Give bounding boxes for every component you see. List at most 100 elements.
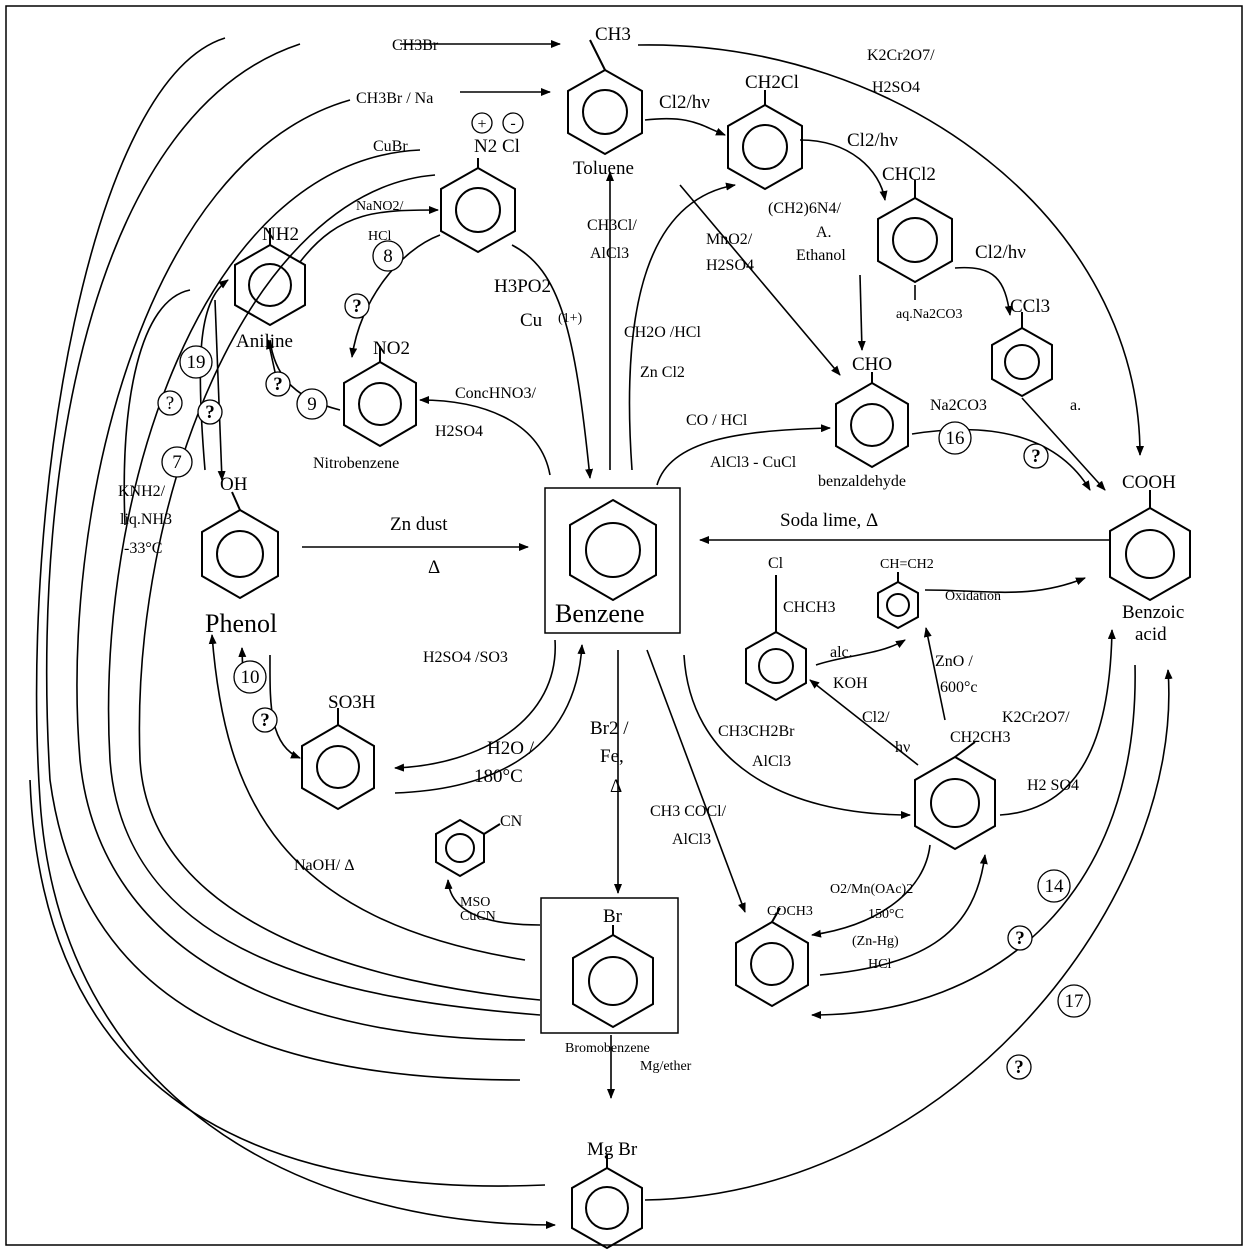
reagent-knh2-a: KNH2/: [118, 483, 166, 500]
benzonitrile-substituent: CN: [500, 813, 523, 830]
benzal-chloride-ring: [877, 180, 953, 284]
phenol-substituent: OH: [220, 474, 248, 495]
benzoic-acid-substituent: COOH: [1122, 472, 1176, 493]
reagent-cubr: CuBr: [373, 138, 408, 155]
reagent-h3po2-b: Cu: [520, 310, 543, 331]
reagent-koh: KOH: [833, 675, 868, 692]
svg-text:?: ?: [260, 710, 270, 731]
sulfonic-substituent: SO3H: [328, 692, 376, 713]
reagent-h3po2-c: (1+): [558, 311, 583, 326]
svg-text:7: 7: [172, 452, 182, 473]
line-knh2: [123, 289, 191, 526]
phenol-name: Phenol: [205, 609, 277, 638]
svg-text:?: ?: [166, 393, 174, 414]
styrene-ring: [877, 572, 919, 630]
reagent-naoh: NaOH/ Δ: [294, 857, 355, 874]
ethylbenzene-ring: [914, 741, 996, 851]
sulfonic-acid-ring: [301, 708, 375, 811]
chloroethyl-cl: Cl: [768, 555, 784, 572]
benzotrichloride-ring: [991, 312, 1053, 398]
arrow-co-hcl: [656, 424, 831, 486]
reagent-delta: Δ: [428, 557, 440, 578]
arrow-nano2: [299, 206, 439, 263]
reagent-h2o-b: 180°C: [474, 766, 523, 787]
reagent-mno2-a: MnO2/: [706, 231, 753, 248]
reagent-o2mn-b: 150°C: [868, 907, 904, 922]
reagent-cl2hv-4-b: hν: [895, 739, 910, 756]
reagent-br2-b: Fe,: [600, 746, 624, 767]
reagent-h2o-a: H2O /: [487, 738, 535, 759]
reagent-ch3br-na: CH3Br / Na: [356, 90, 433, 107]
arrow-8-nitro: [349, 234, 441, 358]
reagent-ch3cl-b: AlCl3: [590, 245, 629, 262]
reagent-k2cr2o7-a: K2Cr2O7/: [867, 47, 935, 64]
unknown-step-7: ?: [1007, 925, 1033, 951]
unknown-step-4: ?: [197, 399, 223, 425]
arc-ch3br-outer: [45, 43, 521, 1081]
step-17: 17: [1057, 984, 1091, 1018]
toluene-ring: [567, 39, 643, 156]
reagent-cl2hv-1: Cl2/hν: [659, 92, 710, 113]
arrow-cl2hv-4: [809, 679, 919, 766]
reagent-zno-b: 600°c: [940, 679, 978, 696]
reagent-ch3ch2br-b: AlCl3: [752, 753, 791, 770]
arrow-sulfonation: [394, 639, 556, 772]
reagent-mso: MSO: [460, 895, 490, 910]
svg-text:?: ?: [352, 296, 362, 317]
toluene-name: Toluene: [573, 158, 634, 179]
benzene-name: Benzene: [555, 599, 645, 628]
svg-text:-: -: [510, 115, 515, 132]
bromobenzene-box: [540, 897, 679, 1034]
reagent-znhg-a: (Zn-Hg): [852, 934, 899, 949]
grignard-substituent: Mg Br: [587, 1139, 638, 1160]
reagent-k2cr2o7-2b: H2 SO4: [1027, 777, 1079, 794]
arrow-cl2hv-2: [799, 139, 888, 201]
reagent-ch2o-a: CH2O /HCl: [624, 324, 701, 341]
arrow-alc-koh: [815, 639, 906, 666]
svg-text:?: ?: [205, 402, 215, 423]
arrow-7-aniline: [199, 279, 229, 471]
benzoic-acid-name-2: acid: [1135, 624, 1167, 645]
reagent-alc: alc.: [830, 644, 853, 661]
arrow-10-sulfonic: [269, 654, 301, 759]
reagent-hno3-a: ConcHNO3/: [455, 385, 536, 402]
bromo-substituent: Br: [603, 906, 623, 927]
benzoic-acid-name-1: Benzoic: [1122, 602, 1184, 623]
reagent-cl2hv-3: Cl2/hν: [975, 242, 1026, 263]
arrow-hexamine: [857, 274, 866, 351]
unknown-step-8: ?: [1006, 1054, 1032, 1080]
benzaldehyde-substituent: CHO: [852, 354, 892, 375]
benzyl-chloride-ring: [727, 90, 803, 191]
reagent-a: a.: [1070, 397, 1081, 414]
unknown-step-2: ?: [265, 371, 291, 397]
reagent-ch3ch2br-a: CH3CH2Br: [718, 723, 795, 740]
svg-text:16: 16: [946, 428, 965, 449]
nitrobenzene-ring: [343, 346, 417, 448]
benzonitrile-ring: [435, 818, 501, 878]
reagent-ch2o-b: Zn Cl2: [640, 364, 685, 381]
unknown-step-5: ?: [1023, 443, 1049, 469]
reagent-co-hcl: CO / HCl: [686, 412, 748, 429]
bromobenzene-name: Bromobenzene: [565, 1041, 650, 1056]
reagent-hexamine-b: A.: [816, 224, 832, 241]
outer-frame: [5, 5, 1243, 1246]
reagent-hexamine-c: Ethanol: [796, 247, 846, 264]
reagent-aq-na2co3: aq.Na2CO3: [896, 307, 963, 322]
unknown-step-3: ?: [157, 390, 183, 416]
reagent-nano2-b: HCl: [368, 229, 391, 244]
nitrobenzene-name: Nitrobenzene: [313, 455, 399, 472]
svg-text:?: ?: [273, 374, 283, 395]
reagent-cl2hv-2: Cl2/hν: [847, 130, 898, 151]
benzaldehyde-name: benzaldehyde: [818, 473, 906, 490]
arc-cubr: [107, 149, 541, 1016]
reagent-hexamine-a: (CH2)6N4/: [768, 200, 841, 217]
reagent-ch3br: CH3Br: [392, 37, 439, 54]
svg-text:14: 14: [1045, 876, 1065, 897]
acetophenone-substituent: COCH3: [767, 904, 813, 919]
benzotrichloride-substituent: CCl3: [1010, 296, 1050, 317]
reagent-zno-a: ZnO /: [935, 653, 973, 670]
reagent-zn-dust: Zn dust: [390, 514, 448, 535]
reagent-k2cr2o7-2a: K2Cr2O7/: [1002, 709, 1070, 726]
arrow-hno3: [419, 396, 551, 476]
